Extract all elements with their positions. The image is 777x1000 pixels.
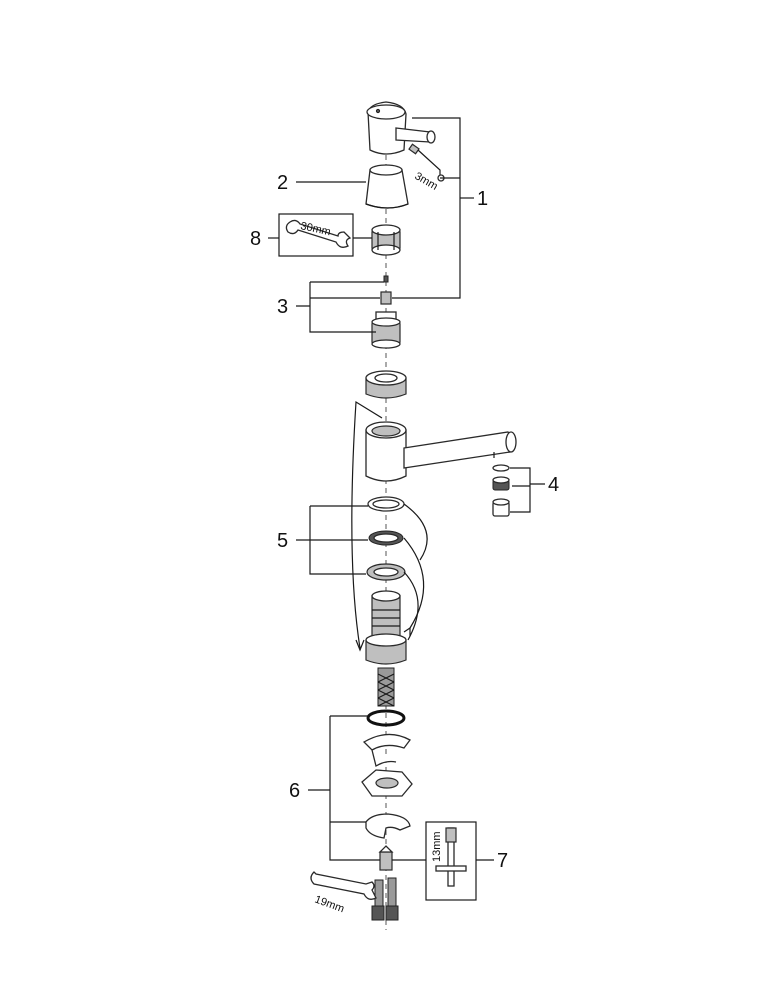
cartridge-nut bbox=[365, 370, 407, 399]
wrench-19mm-icon bbox=[310, 871, 377, 900]
insertion-path-left bbox=[351, 400, 383, 649]
aerator-housing bbox=[492, 498, 510, 517]
ring-arrow-3 bbox=[403, 571, 419, 641]
leader-3-bracket bbox=[296, 281, 384, 333]
small-screw bbox=[383, 275, 389, 283]
insertion-arrow-left bbox=[355, 639, 365, 652]
faucet-body bbox=[365, 421, 517, 482]
callout-8: 8 bbox=[250, 228, 261, 250]
socket-tool-13mm-label: 13mm bbox=[431, 831, 443, 862]
braided-hose bbox=[377, 667, 395, 707]
grub-screw bbox=[408, 143, 420, 155]
ring-arrow-1 bbox=[403, 503, 428, 561]
handle-lever bbox=[366, 101, 436, 155]
hex-plate bbox=[361, 769, 413, 797]
ring-arrowhead bbox=[403, 626, 411, 636]
wrench-30mm-icon bbox=[285, 219, 352, 248]
callout-3: 3 bbox=[277, 296, 288, 318]
spindle-extension bbox=[380, 291, 392, 305]
callout-4: 4 bbox=[548, 474, 559, 496]
callout-5: 5 bbox=[277, 530, 288, 552]
callout-2: 2 bbox=[277, 172, 288, 194]
seal-ring-2 bbox=[368, 530, 404, 546]
wrench-30mm-box bbox=[278, 213, 354, 257]
horseshoe-washer-2 bbox=[365, 813, 411, 839]
aerator-insert bbox=[492, 476, 510, 491]
cover-cap bbox=[365, 164, 409, 209]
wrench-19mm-label: 19mm bbox=[313, 894, 346, 916]
supply-hoses bbox=[371, 877, 399, 921]
leader-4-bracket bbox=[510, 467, 545, 513]
aerator-seal bbox=[492, 464, 510, 472]
horseshoe-washer-1 bbox=[362, 733, 411, 768]
threaded-stud bbox=[378, 845, 394, 871]
friction-ring bbox=[366, 563, 406, 581]
socket-tool-13mm-icon bbox=[435, 827, 467, 887]
callout-1: 1 bbox=[477, 188, 488, 210]
base-o-ring bbox=[366, 709, 406, 727]
ring-arrow-2 bbox=[403, 537, 425, 629]
leader-5-bracket bbox=[296, 505, 368, 575]
seal-ring-1 bbox=[367, 496, 405, 512]
adapter-ring bbox=[371, 224, 401, 256]
leader-6-bracket bbox=[308, 715, 380, 861]
hex-key-3mm-label: 3mm bbox=[413, 170, 440, 193]
threaded-shank bbox=[365, 590, 407, 665]
leader-1-bracket bbox=[392, 117, 461, 299]
ceramic-cartridge bbox=[371, 311, 401, 349]
callout-7: 7 bbox=[497, 850, 508, 872]
callout-6: 6 bbox=[289, 780, 300, 802]
socket-tool-box bbox=[425, 821, 477, 901]
